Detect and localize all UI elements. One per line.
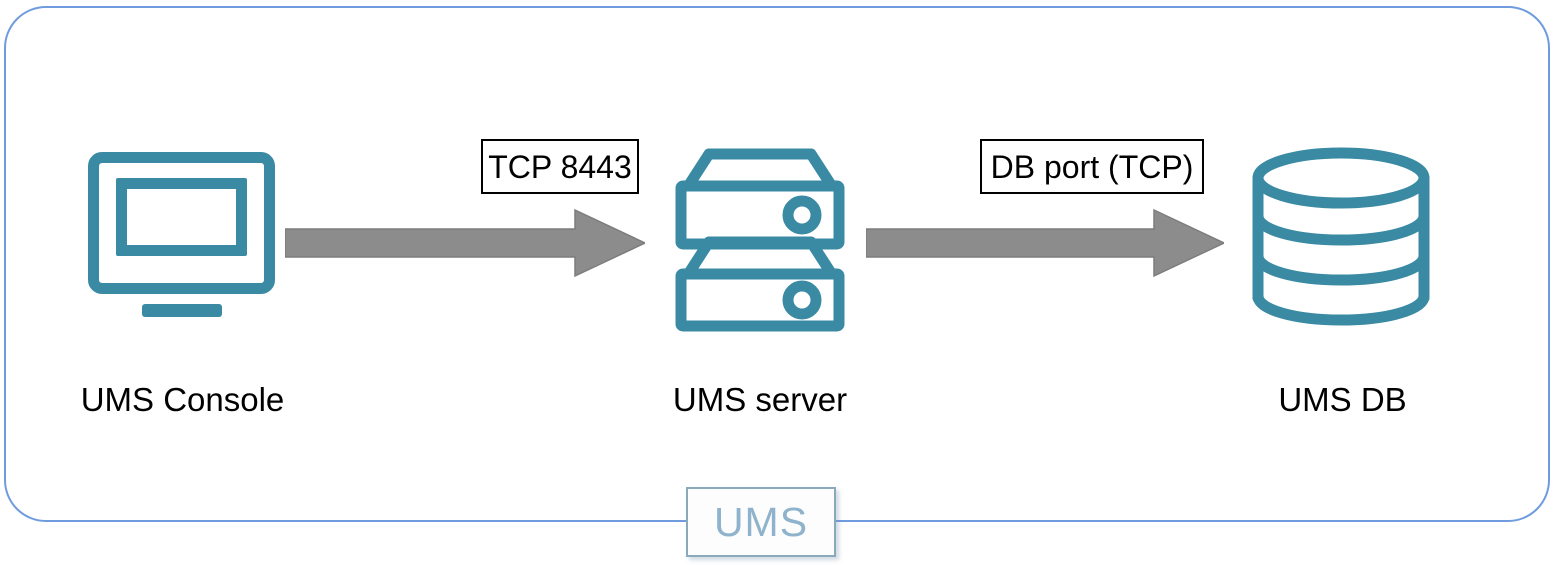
port-label-tcp-8443: TCP 8443 xyxy=(481,139,639,194)
node-label-ums-console: UMS Console xyxy=(80,381,285,418)
port-label-db-port: DB port (TCP) xyxy=(980,139,1204,194)
arrow-console-to-server-icon xyxy=(284,208,647,278)
monitor-bezel xyxy=(88,152,275,294)
database-icon xyxy=(1246,146,1436,331)
node-label-ums-db: UMS DB xyxy=(1278,381,1407,418)
ums-badge: UMS xyxy=(686,487,836,557)
arrow-server-to-db-icon xyxy=(865,208,1226,278)
monitor-icon xyxy=(88,152,275,294)
node-label-ums-server: UMS server xyxy=(672,381,848,418)
monitor-stand-icon xyxy=(142,304,222,317)
monitor-screen xyxy=(116,178,247,256)
server-icon xyxy=(665,142,855,332)
